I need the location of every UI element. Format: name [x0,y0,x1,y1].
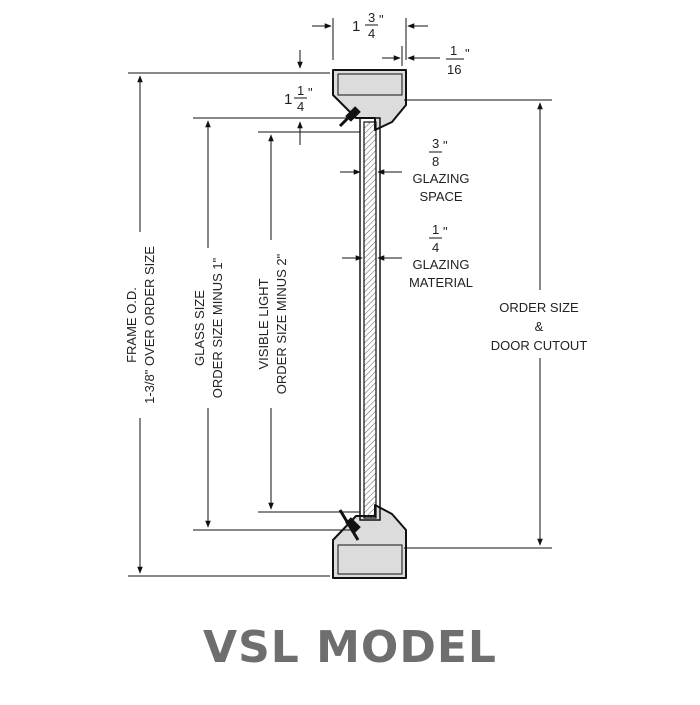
dim-unit: " [465,46,470,61]
order-size-label: & [535,319,544,334]
glass-size-label: ORDER SIZE MINUS 1" [210,257,225,398]
top-frame [332,69,407,131]
dim-denominator: 8 [432,154,439,169]
dim-order-size: ORDER SIZE & DOOR CUTOUT [404,99,588,549]
dim-unit: " [379,12,384,27]
model-title: VSL MODEL [203,622,497,673]
glazing-material-label: MATERIAL [409,275,473,290]
dim-glazing-material: 1 4 " GLAZING MATERIAL [342,222,473,290]
dim-unit: " [443,224,448,239]
glazing-space-label: SPACE [419,189,462,204]
dim-frame-lip: 1 16 " [382,43,470,77]
dim-visible-light: VISIBLE LIGHT ORDER SIZE MINUS 2" [256,131,360,513]
dim-numerator: 1 [432,222,439,237]
glass-size-label: GLASS SIZE [192,290,207,366]
dim-numerator: 3 [368,10,375,25]
dim-numerator: 1 [297,83,304,98]
door-cutout-label: DOOR CUTOUT [491,338,588,353]
dim-numerator: 1 [450,43,457,58]
dim-denominator: 16 [447,62,461,77]
dim-glass-size: GLASS SIZE ORDER SIZE MINUS 1" [192,117,356,531]
dim-frame-step: 1 1 4 " [284,50,313,145]
glazing-space-label: GLAZING [412,171,469,186]
dim-frame-od: FRAME O.D. 1-3/8" OVER ORDER SIZE [124,72,330,577]
glazing-material-pane [363,121,377,519]
dim-denominator: 4 [432,240,439,255]
dim-unit: " [443,138,448,153]
visible-light-label: ORDER SIZE MINUS 2" [274,253,289,394]
glazing-material-label: GLAZING [412,257,469,272]
visible-light-label: VISIBLE LIGHT [256,278,271,369]
glazing-channel [359,117,381,521]
order-size-label: ORDER SIZE [499,300,579,315]
bottom-fastener-icon [338,509,361,541]
frame-od-label: FRAME O.D. [124,287,139,363]
frame-od-label: 1-3/8" OVER ORDER SIZE [142,246,157,404]
dim-frame-width: 1 3 4 " [312,10,428,60]
dim-denominator: 4 [297,99,304,114]
dim-unit: " [308,85,313,100]
dim-glazing-space: 3 8 " GLAZING SPACE [340,136,470,204]
dim-numerator: 3 [432,136,439,151]
dim-whole: 1 [284,91,292,108]
dim-denominator: 4 [368,26,375,41]
dim-whole: 1 [352,18,360,35]
